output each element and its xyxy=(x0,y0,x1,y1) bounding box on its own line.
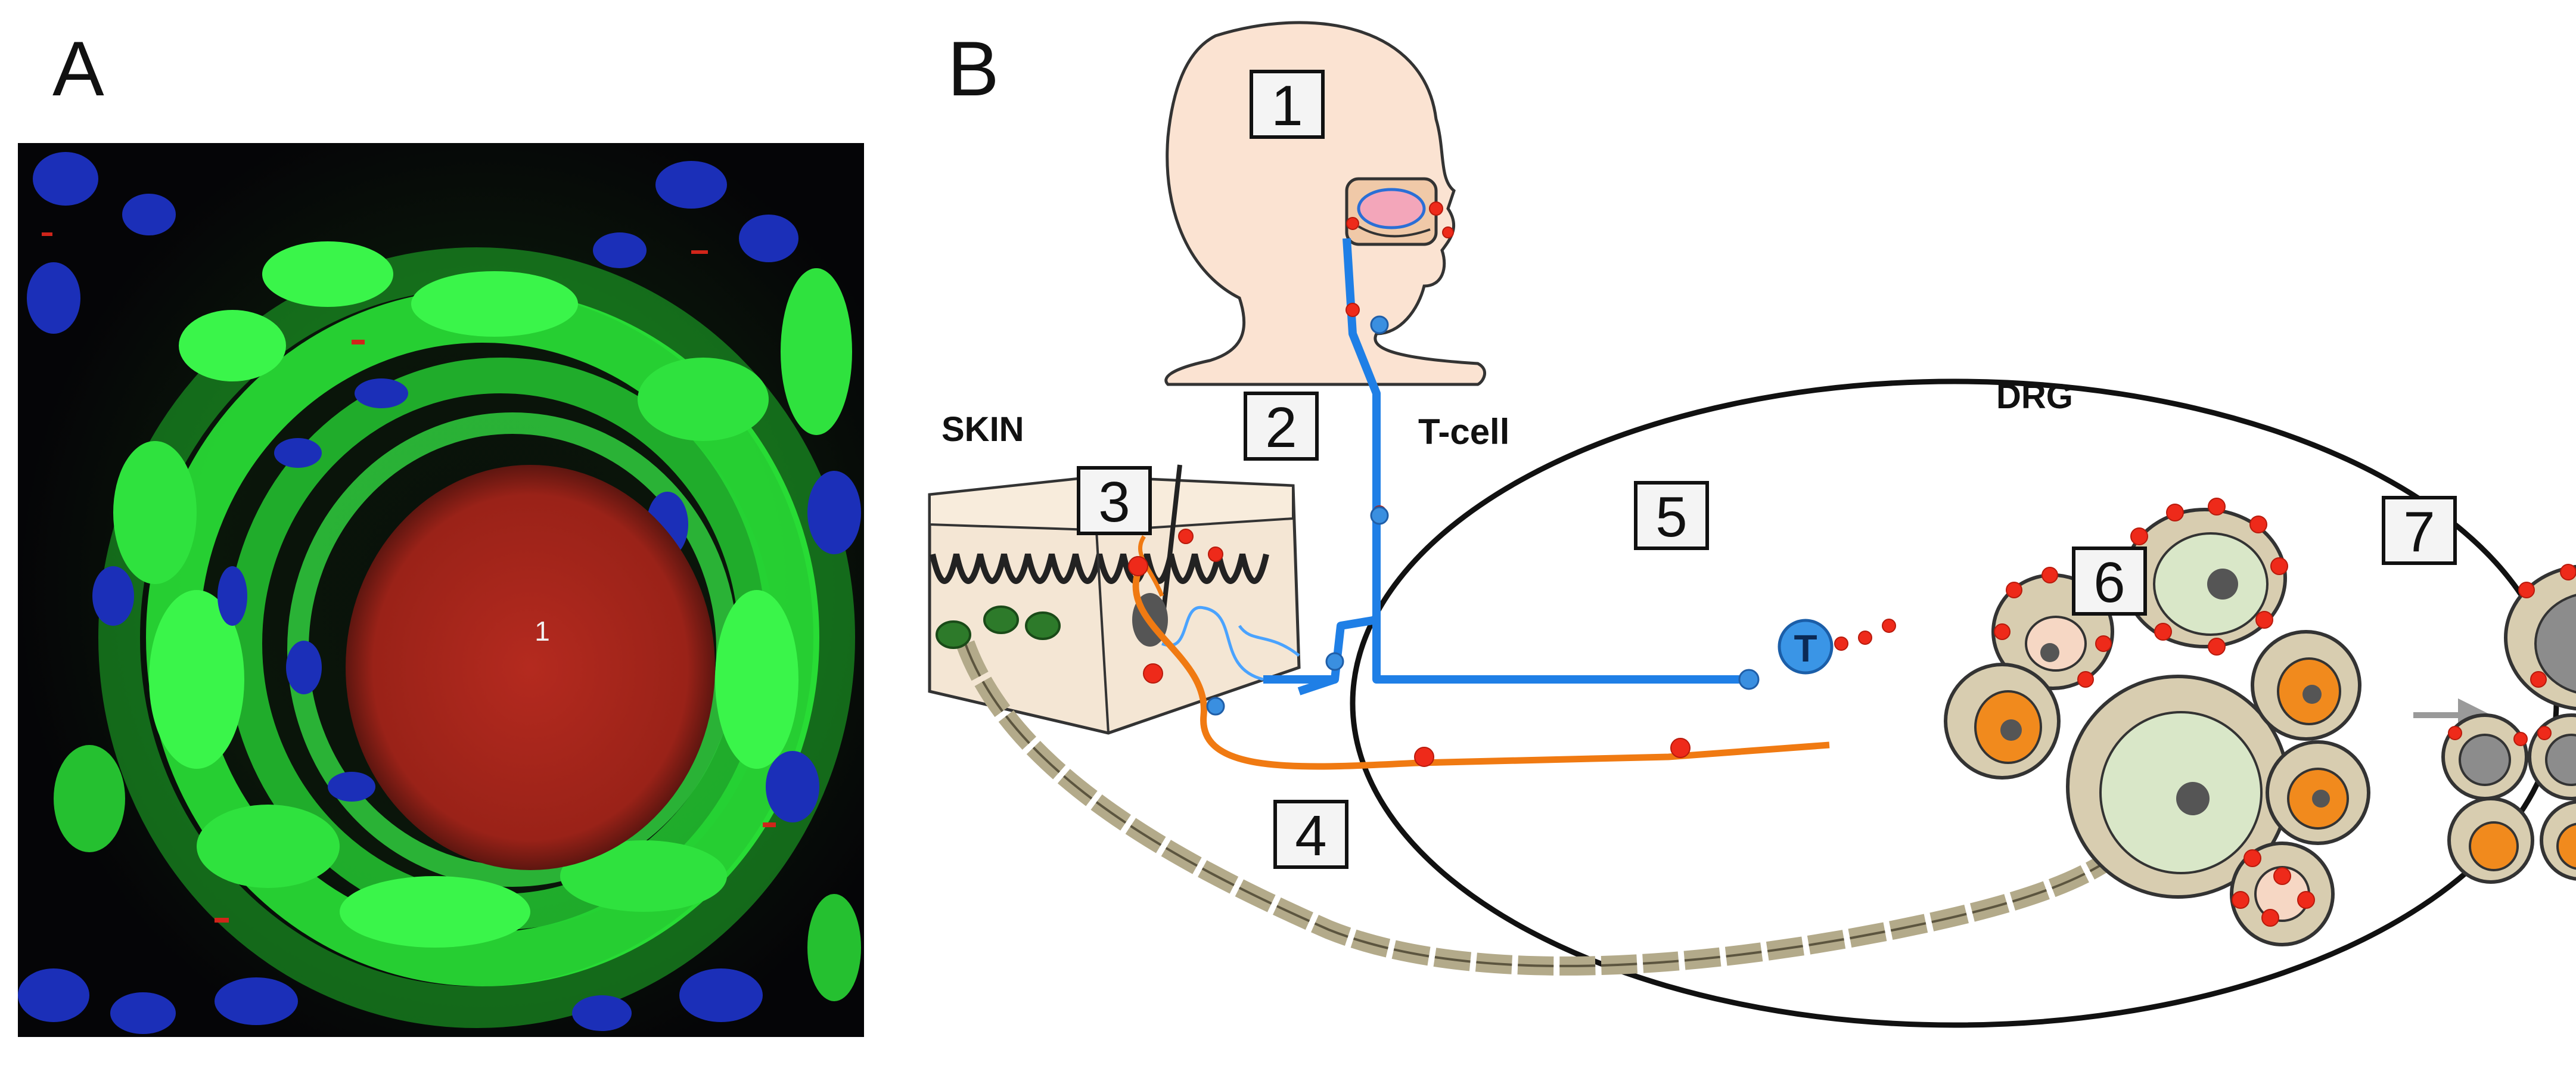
schematic-panel: T xyxy=(928,21,2576,1028)
red-specks xyxy=(42,232,776,923)
step-box-5: 5 xyxy=(1634,481,1709,550)
tcell-label: T-cell xyxy=(1418,412,1509,452)
svg-text:1: 1 xyxy=(1271,74,1303,138)
svg-text:2: 2 xyxy=(1265,396,1297,459)
t-cell xyxy=(1778,619,1834,675)
step-box-1: 1 xyxy=(1250,70,1325,139)
step-box-7: 7 xyxy=(2382,496,2457,565)
svg-text:7: 7 xyxy=(2403,500,2435,564)
neuron-cluster-latent xyxy=(2441,564,2576,884)
orange-nerve xyxy=(1132,571,1830,770)
nerve-terminals xyxy=(1206,315,1760,716)
latent-virus-particles xyxy=(2448,564,2576,746)
drg-label: DRG xyxy=(1996,377,2073,416)
t-cell-symbol: T xyxy=(1794,627,1817,670)
svg-text:4: 4 xyxy=(1295,804,1326,868)
step-box-3: 3 xyxy=(1077,466,1152,535)
step-box-6: 6 xyxy=(2072,547,2147,616)
region-label: 1 xyxy=(535,616,550,647)
step-box-2: 2 xyxy=(1244,392,1319,461)
svg-text:5: 5 xyxy=(1655,485,1687,549)
blue-nuclei xyxy=(18,152,861,1034)
blue-nerve xyxy=(1263,238,1746,695)
neuron-cluster-infected xyxy=(1944,508,2370,946)
panel-a-letter: A xyxy=(52,25,104,112)
step-box-4: 4 xyxy=(1273,800,1348,869)
svg-text:6: 6 xyxy=(2093,551,2125,614)
skin-label: SKIN xyxy=(941,410,1024,449)
svg-text:3: 3 xyxy=(1098,470,1130,534)
green-nerve-sheath xyxy=(54,241,861,1028)
panel-b-letter: B xyxy=(947,25,999,112)
head-silhouette xyxy=(1164,21,1486,386)
micrograph-panel: 1 xyxy=(18,143,864,1037)
blue-fine-fibers xyxy=(1161,606,1300,681)
red-core-region xyxy=(346,465,715,870)
oral-cavity xyxy=(1345,177,1438,246)
green-nerve-endings xyxy=(936,606,1061,649)
